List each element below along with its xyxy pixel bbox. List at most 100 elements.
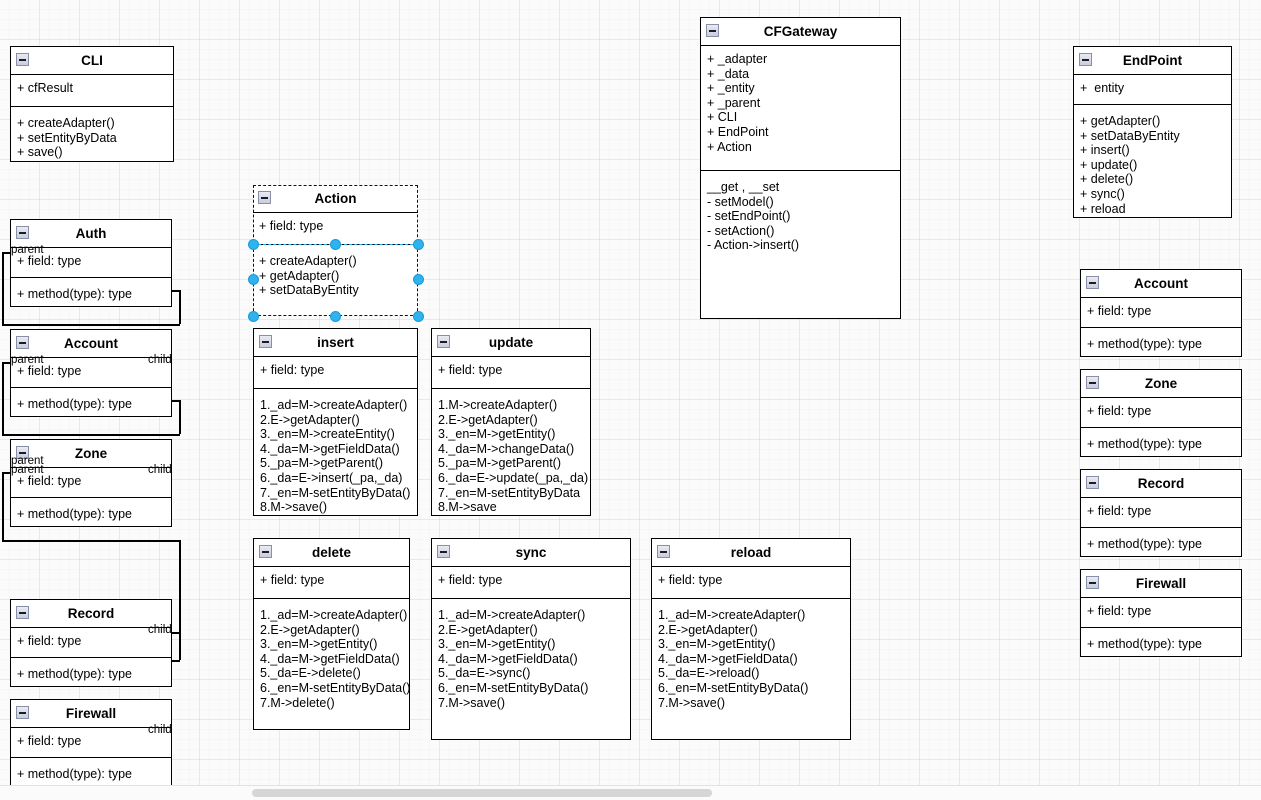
uml-member-line: + setDataByEntity: [1080, 128, 1180, 143]
collapse-minus-icon[interactable]: [706, 24, 719, 37]
uml-operations-section: + method(type): type: [11, 388, 171, 418]
uml-member-line: + field: type: [17, 634, 82, 648]
horizontal-scrollbar[interactable]: [0, 785, 1261, 800]
uml-class-zone-right[interactable]: Zone+ field: type+ method(type): type: [1080, 369, 1242, 457]
collapse-minus-icon[interactable]: [1086, 376, 1099, 389]
collapse-minus-icon[interactable]: [437, 545, 450, 558]
uml-member-line: + EndPoint: [707, 124, 769, 139]
connector-line[interactable]: [2, 540, 180, 542]
resize-handle-sw[interactable]: [247, 310, 259, 322]
connector-line[interactable]: [179, 632, 181, 660]
connector-label: child: [148, 354, 172, 366]
uml-member-line: 3._en=M->getEntity(): [438, 427, 556, 442]
uml-member-line: 3._en=M->getEntity(): [438, 637, 556, 652]
connector-line[interactable]: [179, 290, 181, 324]
resize-handle-nw[interactable]: [247, 238, 259, 250]
collapse-minus-icon[interactable]: [657, 545, 670, 558]
uml-operations-section: 1._ad=M->createAdapter()2.E->getAdapter(…: [254, 599, 411, 729]
uml-operations-section: + createAdapter()+ getAdapter()+ setData…: [253, 245, 418, 315]
uml-member-line: + field: type: [260, 573, 325, 587]
resize-handle-se[interactable]: [412, 310, 424, 322]
uml-member-line: 6._en=M-setEntityByData(): [260, 680, 411, 695]
collapse-minus-icon[interactable]: [1079, 53, 1092, 66]
uml-class-body: Firewall+ field: type+ method(type): typ…: [11, 700, 171, 788]
connector-line[interactable]: [2, 434, 180, 436]
uml-class-header: Zone: [1081, 370, 1241, 398]
uml-class-account-left[interactable]: Account+ field: type+ method(type): type: [10, 329, 172, 417]
collapse-minus-icon[interactable]: [259, 335, 272, 348]
uml-member-line: 3._en=M->createEntity(): [260, 427, 395, 442]
uml-member-line: 6._da=E->update(_pa,_da): [438, 470, 589, 485]
connector-line[interactable]: [2, 362, 4, 434]
connector-line[interactable]: [2, 472, 4, 540]
collapse-minus-icon[interactable]: [1086, 476, 1099, 489]
uml-class-body: Account+ field: type+ method(type): type: [1081, 270, 1241, 358]
uml-class-body: Record+ field: type+ method(type): type: [1081, 470, 1241, 558]
uml-operations-section: + method(type): type: [11, 278, 171, 308]
uml-class-action[interactable]: Action+ field: type+ createAdapter()+ ge…: [253, 185, 418, 316]
uml-attributes-section: + field: type: [432, 567, 630, 599]
connector-line[interactable]: [2, 252, 4, 324]
uml-class-header: Record: [1081, 470, 1241, 498]
scrollbar-thumb[interactable]: [252, 789, 712, 797]
connector-line[interactable]: [2, 362, 12, 364]
collapse-minus-icon[interactable]: [16, 226, 29, 239]
uml-member-line: + _entity: [707, 81, 755, 96]
connector-line[interactable]: [179, 540, 181, 660]
collapse-minus-icon[interactable]: [16, 606, 29, 619]
uml-class-endpoint[interactable]: EndPoint+ entity+ getAdapter()+ setDataB…: [1073, 46, 1232, 218]
uml-class-record-left[interactable]: Record+ field: type+ method(type): type: [10, 599, 172, 687]
collapse-minus-icon[interactable]: [16, 446, 29, 459]
uml-attributes-section: + cfResult: [11, 75, 173, 107]
uml-class-cfgateway[interactable]: CFGateway+ _adapter+ _data+ _entity+ _pa…: [700, 17, 901, 319]
uml-member-line: + CLI: [707, 110, 738, 125]
uml-member-line: + field: type: [17, 254, 82, 268]
connector-line[interactable]: [2, 324, 180, 326]
uml-class-auth[interactable]: Auth+ field: type+ method(type): type: [10, 219, 172, 307]
collapse-minus-icon[interactable]: [437, 335, 450, 348]
uml-member-line: 4._da=M->getFieldData(): [658, 651, 798, 666]
connector-line[interactable]: [2, 472, 12, 474]
collapse-minus-icon[interactable]: [1086, 576, 1099, 589]
uml-class-zone-left[interactable]: Zone+ field: type+ method(type): type: [10, 439, 172, 527]
uml-class-header: Zone: [11, 440, 171, 468]
uml-member-line: 7._en=M-setEntityByData: [438, 485, 581, 500]
uml-member-line: - setAction(): [707, 223, 775, 238]
collapse-minus-icon[interactable]: [16, 336, 29, 349]
uml-operations-section: 1._ad=M->createAdapter()2.E->getAdapter(…: [254, 389, 417, 515]
uml-attributes-section: + field: type: [11, 248, 171, 278]
collapse-minus-icon[interactable]: [16, 706, 29, 719]
collapse-minus-icon[interactable]: [1086, 276, 1099, 289]
uml-class-account-right[interactable]: Account+ field: type+ method(type): type: [1080, 269, 1242, 357]
uml-member-line: 4._da=M->getFieldData(): [438, 651, 578, 666]
uml-class-firewall-right[interactable]: Firewall+ field: type+ method(type): typ…: [1080, 569, 1242, 657]
uml-class-name: Record: [1137, 476, 1185, 491]
uml-member-line: 7._en=M-setEntityByData(): [260, 485, 411, 500]
connector-line[interactable]: [179, 400, 181, 434]
collapse-minus-icon[interactable]: [16, 53, 29, 66]
resize-handle-ne[interactable]: [412, 238, 424, 250]
resize-handle-e[interactable]: [412, 273, 424, 285]
uml-member-line: 2.E->getAdapter(): [658, 622, 758, 637]
uml-class-header: Account: [11, 330, 171, 358]
uml-class-cli[interactable]: CLI+ cfResult+ createAdapter()+ setEntit…: [10, 46, 174, 162]
uml-class-record-right[interactable]: Record+ field: type+ method(type): type: [1080, 469, 1242, 557]
uml-member-line: + field: type: [1087, 504, 1152, 518]
collapse-minus-icon[interactable]: [258, 191, 271, 204]
uml-member-line: + field: type: [1087, 604, 1152, 618]
uml-class-firewall-left[interactable]: Firewall+ field: type+ method(type): typ…: [10, 699, 172, 787]
resize-handle-w[interactable]: [247, 273, 259, 285]
connector-line[interactable]: [2, 252, 12, 254]
resize-handle-s[interactable]: [330, 310, 341, 322]
uml-operations-section: 1._ad=M->createAdapter()2.E->getAdapter(…: [432, 599, 630, 739]
uml-attributes-section: + field: type: [432, 357, 590, 389]
collapse-minus-icon[interactable]: [259, 545, 272, 558]
resize-handle-n[interactable]: [330, 238, 341, 250]
uml-member-line: + Action: [707, 139, 752, 154]
